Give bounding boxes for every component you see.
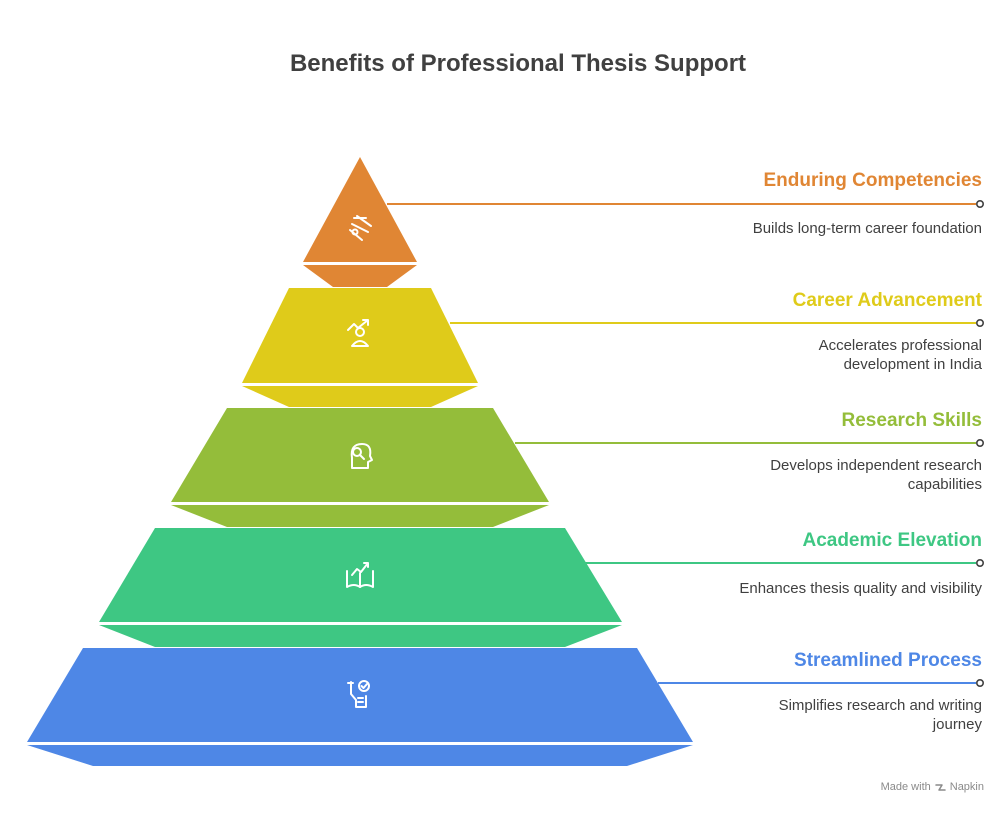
pyramid-tier-career [242,288,984,407]
connector-dot-academic [975,558,984,567]
level-desc-streamlined: Simplifies research and writing journey [778,697,982,733]
level-title-streamlined: Streamlined Process [794,650,982,671]
level-title-enduring: Enduring Competencies [763,170,982,191]
tier-face-streamlined [27,648,693,742]
footer-made-with: Made with [880,781,931,793]
pyramid-tier-research [171,408,984,527]
footer-credit: Made with Napkin [881,781,984,793]
tier-base-research [171,505,549,527]
tier-base-enduring [303,265,417,287]
tier-base-career [242,386,478,407]
connector-dot-enduring [975,200,984,209]
connector-dot-streamlined [975,678,984,687]
tier-base-streamlined [27,745,693,766]
connector-dot-research [975,438,984,447]
level-desc-career: Accelerates professional development in … [818,337,982,373]
level-desc-academic: Enhances thesis quality and visibility [739,580,982,597]
pyramid-tier-enduring [303,157,984,287]
pyramid-tier-academic [99,528,984,647]
person-growth-arrow-icon [347,319,369,347]
napkin-logo-icon [935,783,946,791]
level-desc-enduring: Builds long-term career foundation [752,220,982,237]
page-title: Benefits of Professional Thesis Support [289,50,747,77]
level-title-career: Career Advancement [792,290,982,311]
medal-ribbon-icon [349,215,372,241]
hand-checklist-icon [347,680,370,708]
connector-dot-career [975,318,984,327]
footer-brand: Napkin [949,781,984,793]
tier-base-academic [99,625,622,647]
book-growth-chart-icon [346,562,374,588]
tier-face-enduring [303,157,417,262]
level-title-research: Research Skills [841,410,982,431]
level-title-academic: Academic Elevation [802,530,982,551]
level-desc-research: Develops independent research capabiliti… [770,457,982,493]
head-magnifier-icon [350,443,373,469]
pyramid-tier-streamlined [27,648,984,766]
